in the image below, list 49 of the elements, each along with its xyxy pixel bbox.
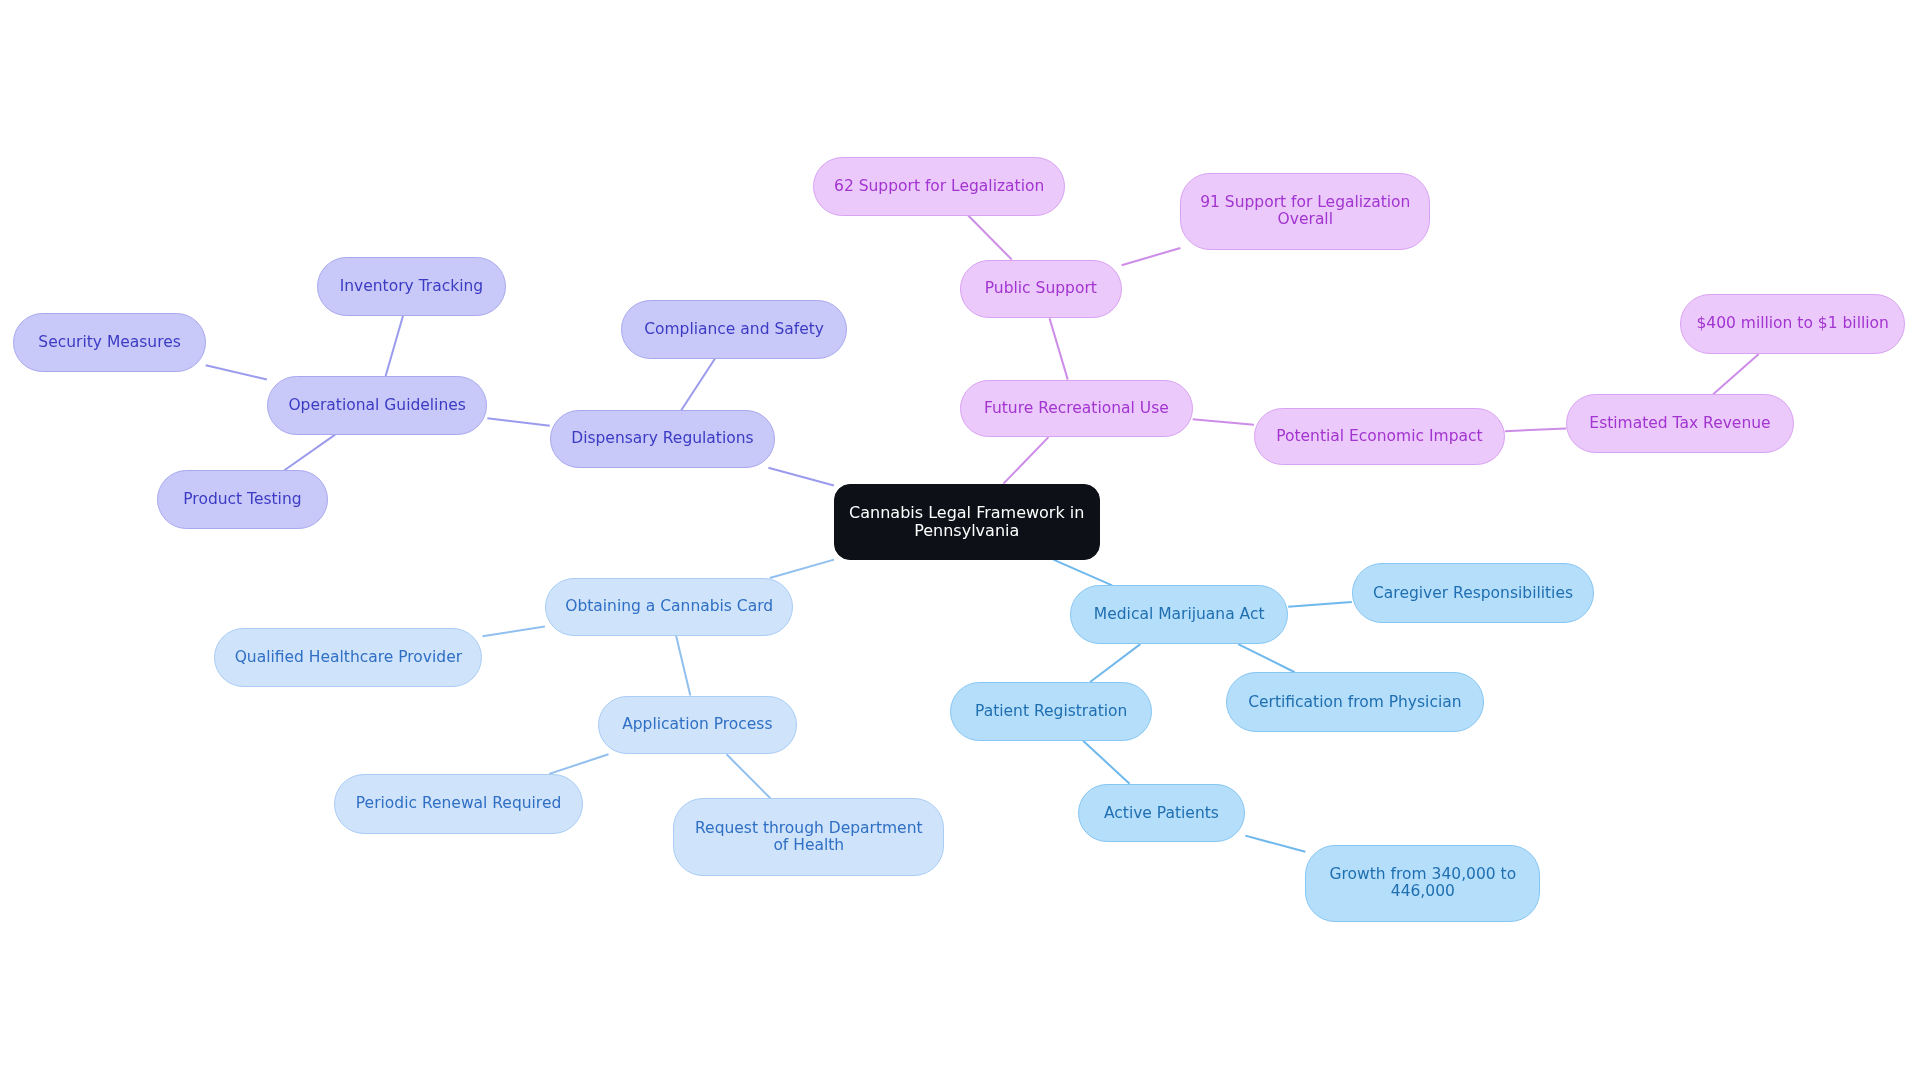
connector-line [1048, 317, 1069, 381]
topic-box: Security Measures [13, 313, 206, 373]
connector-line [486, 417, 551, 427]
topic-box: Periodic Renewal Required [334, 773, 583, 834]
topic-box: Future Recreational Use [960, 379, 1193, 438]
connector-line [1089, 643, 1142, 684]
topic-box: Medical Marijuana Act [1070, 585, 1289, 645]
topic-box: Inventory Tracking [317, 257, 506, 316]
topic-box: Certification from Physician [1225, 672, 1485, 733]
connector-line [675, 634, 692, 697]
connector-line [725, 753, 772, 800]
topic-box: Application Process [597, 695, 798, 755]
connector-line [1052, 558, 1114, 587]
connector-line [283, 433, 337, 472]
connector-line [768, 558, 835, 579]
connector-line [1287, 601, 1353, 608]
connector-line [767, 466, 835, 487]
topic-box: Compliance and Safety [620, 300, 848, 359]
connector-line [1082, 739, 1131, 785]
topic-box: Estimated Tax Revenue [1566, 394, 1794, 454]
central-topic-box: Cannabis Legal Framework in Pennsylvania [833, 483, 1100, 560]
topic-box: Growth from 340,000 to 446,000 [1305, 844, 1541, 923]
connector-line [204, 364, 268, 381]
connector-line [967, 214, 1013, 261]
topic-box: 91 Support for Legalization Overall [1180, 172, 1431, 250]
topic-box: Obtaining a Cannabis Card [544, 577, 794, 636]
connector-line [1712, 352, 1760, 396]
connector-line [1503, 427, 1568, 433]
connector-line [1120, 246, 1182, 267]
topic-box: Product Testing [156, 470, 329, 529]
topic-box: Caregiver Responsibilities [1351, 563, 1595, 624]
topic-box: Active Patients [1077, 783, 1246, 843]
connector-line [481, 625, 546, 638]
topic-box: Qualified Healthcare Provider [214, 628, 483, 687]
topic-box: Operational Guidelines [266, 375, 488, 435]
connector-line [1237, 643, 1296, 674]
topic-box: Request through Department of Health [673, 798, 945, 876]
connector-line [680, 357, 716, 412]
connector-line [548, 753, 610, 775]
topic-box: Public Support [960, 259, 1122, 319]
topic-box: 62 Support for Legalization [813, 156, 1066, 216]
connector-line [1244, 834, 1307, 853]
topic-box: Dispensary Regulations [549, 410, 776, 468]
connector-line [384, 314, 404, 377]
topic-box: Potential Economic Impact [1253, 407, 1505, 466]
topic-box: $400 million to $1 billion [1680, 293, 1906, 354]
connector-line [1002, 436, 1050, 485]
topic-box: Patient Registration [950, 682, 1153, 741]
connector-line [1191, 418, 1255, 426]
